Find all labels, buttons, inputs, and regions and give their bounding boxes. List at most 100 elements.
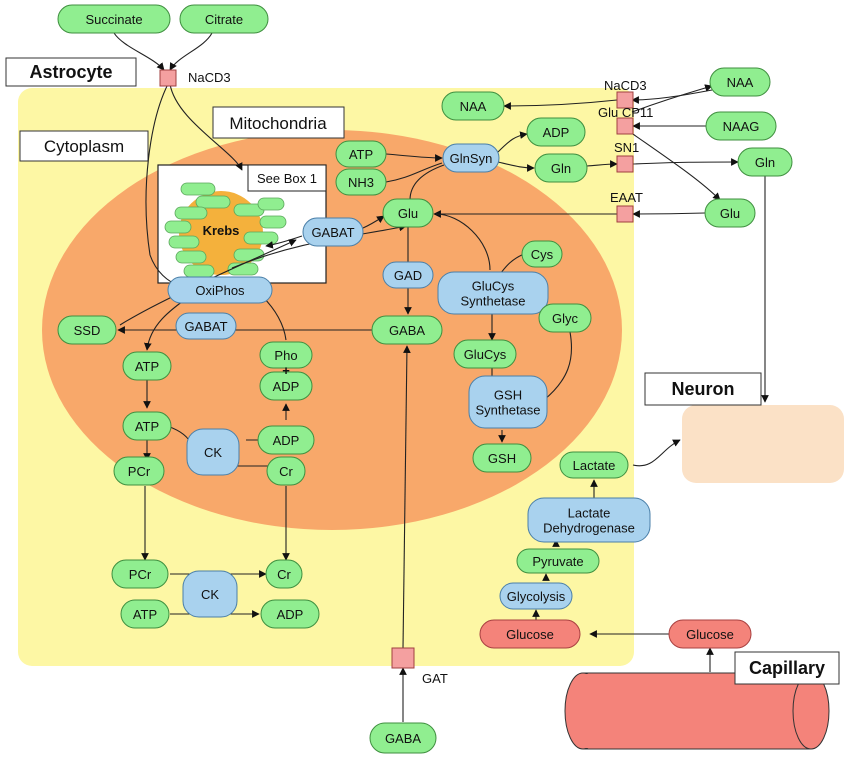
node-label: Cr [279,464,293,479]
node-shape [122,351,172,381]
edges [113,32,769,722]
node-label: ATP [133,607,157,622]
node-adp-2: ADP [257,425,315,455]
node-shape [668,619,752,649]
svg-text:NaCD3: NaCD3 [188,70,231,85]
node-label: ATP [135,359,159,374]
node-label: Succinate [85,12,142,27]
krebs-inset-box: See Box 1 Krebs [157,164,327,284]
node-shape [120,599,170,629]
node-gad: GAD [382,261,434,289]
node-shape [260,599,320,629]
node-citrate: Citrate [179,4,269,34]
node-shape [259,371,313,401]
svg-text:NaCD3: NaCD3 [604,78,647,93]
astrocyte-label: Astrocyte [5,57,137,87]
node-shape [499,582,573,610]
node-shape [335,168,387,196]
node-shape [57,4,171,34]
node-shape [705,111,777,141]
mitochondria-label: Mitochondria [212,106,345,139]
node-label: NAA [727,75,754,90]
svg-text:EAAT: EAAT [610,190,643,205]
node-shape [257,425,315,455]
node-ck-cyto: CK [182,570,238,618]
node-gabat-cyto: GABAT [175,312,237,340]
node-glucose-in: Glucose [479,619,581,649]
node-label: CK [201,587,219,602]
node-label: Synthetase [475,403,540,418]
node-shape [371,315,443,345]
node-label: ADP [277,607,304,622]
svg-text:Mitochondria: Mitochondria [229,114,327,133]
node-shape [521,240,563,268]
node-pcr-1: PCr [113,456,165,486]
node-label: NAAG [723,119,760,134]
capillary-label: Capillary [734,651,840,685]
node-atp-3: ATP [120,599,170,629]
capillary-vessel [564,672,830,750]
node-cr-1: Cr [266,456,306,486]
node-label: Pyruvate [532,554,583,569]
node-label: GluCys [464,347,507,362]
node-label: PCr [128,464,151,479]
node-gaba-mito: GABA [371,315,443,345]
node-glycolysis: Glycolysis [499,582,573,610]
node-label: Cr [277,567,291,582]
node-nh3: NH3 [335,168,387,196]
node-shape [302,217,364,247]
node-glu-right: Glu [704,198,756,228]
node-ssd: SSD [57,315,117,345]
node-label: Glucose [686,627,734,642]
node-label: GAD [394,268,422,283]
node-label: Gln [551,161,571,176]
node-shape [516,548,600,574]
node-label: Glu [720,206,740,221]
node-oxiphos: OxiPhos [167,276,273,304]
node-gabat-mito: GABAT [302,217,364,247]
node-label: CK [204,445,222,460]
node-cr-2: Cr [265,559,303,589]
node-shape [534,153,588,183]
node-shape [382,198,434,228]
node-label: ADP [273,433,300,448]
node-label: Glyc [552,311,579,326]
node-label: Dehydrogenase [543,521,635,536]
node-label: PCr [129,567,152,582]
node-lactate: Lactate [559,451,629,479]
node-label: Glu [398,206,418,221]
node-shape [182,570,238,618]
node-label: GlnSyn [450,151,493,166]
node-naag: NAAG [705,111,777,141]
node-shape [122,411,172,441]
plus-sign: + [282,363,290,378]
node-shape [442,143,500,173]
node-shape [186,428,240,476]
node-label: GSH [488,451,516,466]
node-label: ATP [135,419,159,434]
node-label: ATP [349,147,373,162]
node-atp-2: ATP [122,411,172,441]
svg-text:Capillary: Capillary [749,658,825,678]
svg-text:Krebs: Krebs [203,223,240,238]
nacd3-transporter-right [616,91,634,109]
node-gln-mid: Gln [534,153,588,183]
node-shape [526,117,586,147]
node-glucys: GluCys [453,339,517,369]
node-label: GABAT [184,319,227,334]
node-label: GABAT [311,225,354,240]
node-label: Synthetase [460,294,525,309]
node-gaba-ext: GABA [369,722,437,754]
cytoplasm-label: Cytoplasm [19,130,149,162]
node-shape [179,4,269,34]
node-glnsyn: GlnSyn [442,143,500,173]
node-label: SSD [74,323,101,338]
svg-text:See Box 1: See Box 1 [257,171,317,186]
transporters [159,69,634,669]
node-atp-1: ATP [122,351,172,381]
node-label: Pho [274,348,297,363]
svg-text:Neuron: Neuron [672,379,735,399]
nacd3-transporter-top [159,69,177,87]
